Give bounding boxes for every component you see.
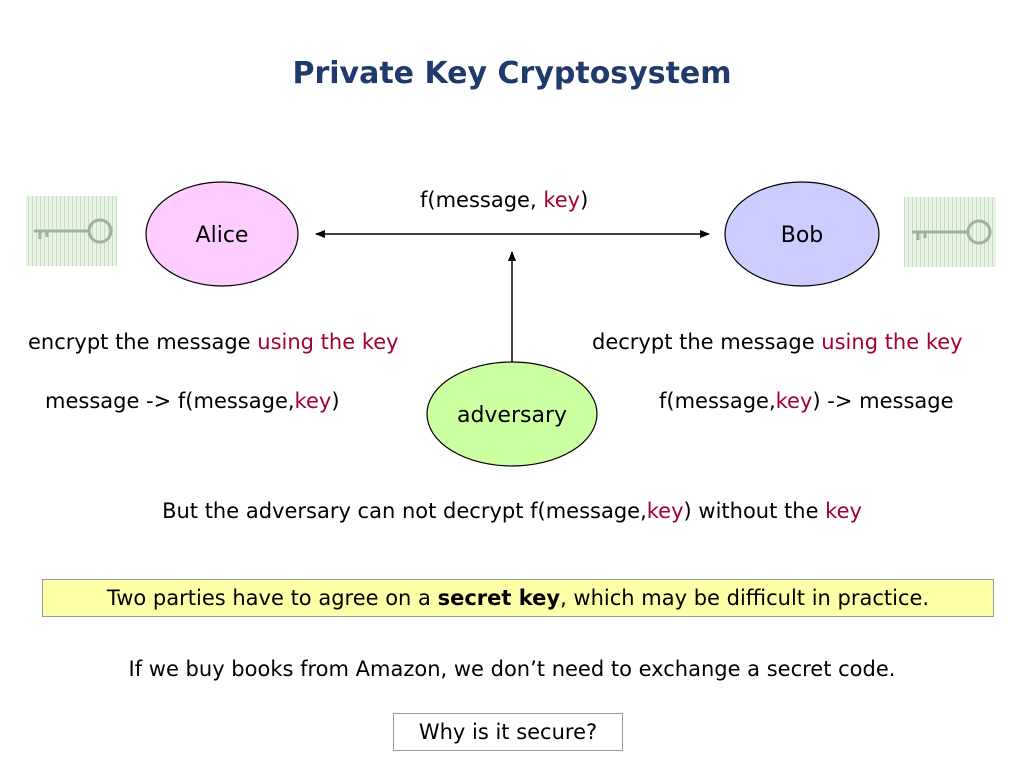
alice-encrypt-prefix: encrypt the message	[28, 330, 258, 354]
bob-key-icon	[904, 197, 996, 267]
alice-encrypt-highlight: using the key	[257, 330, 399, 354]
question-box: Why is it secure?	[393, 713, 623, 751]
bob-formula-key: key	[775, 389, 813, 413]
alice-formula-suffix: )	[331, 389, 340, 413]
alice-formula: message -> f(message,key)	[45, 389, 340, 413]
secret-note-suffix: , which may be difficult in practice.	[560, 586, 930, 610]
bob-formula: f(message,key) -> message	[659, 389, 954, 413]
bob-decrypt-highlight: using the key	[821, 330, 963, 354]
channel-label: f(message, key)	[420, 188, 588, 212]
alice-node: Alice	[145, 181, 299, 287]
bob-node: Bob	[724, 181, 880, 287]
alice-label: Alice	[196, 223, 249, 248]
adversary-note-prefix: But the adversary can not decrypt f(mess…	[162, 499, 647, 523]
secret-note-bold: secret key	[437, 586, 561, 610]
secret-key-note: Two parties have to agree on a secret ke…	[42, 579, 994, 617]
adversary-note-middle: ) without the	[683, 499, 826, 523]
alice-formula-key: key	[294, 389, 332, 413]
channel-key: key	[543, 188, 581, 212]
channel-prefix: f(message,	[420, 188, 544, 212]
bob-formula-suffix: ) -> message	[812, 389, 954, 413]
adversary-node: adversary	[426, 361, 598, 467]
channel-suffix: )	[580, 188, 589, 212]
alice-encrypt-text: encrypt the message using the key	[28, 330, 399, 354]
secret-note-prefix: Two parties have to agree on a	[106, 586, 438, 610]
bob-label: Bob	[781, 223, 824, 248]
adversary-label: adversary	[457, 403, 567, 428]
amazon-note: If we buy books from Amazon, we don’t ne…	[128, 657, 896, 681]
bob-decrypt-prefix: decrypt the message	[592, 330, 822, 354]
bob-formula-prefix: f(message,	[659, 389, 776, 413]
alice-key-icon	[26, 196, 117, 266]
alice-formula-prefix: message -> f(message,	[45, 389, 295, 413]
bob-decrypt-text: decrypt the message using the key	[592, 330, 963, 354]
adversary-note: But the adversary can not decrypt f(mess…	[0, 499, 1024, 523]
adversary-note-key2: key	[825, 499, 862, 523]
adversary-note-key1: key	[646, 499, 684, 523]
page-title: Private Key Cryptosystem	[292, 56, 732, 91]
